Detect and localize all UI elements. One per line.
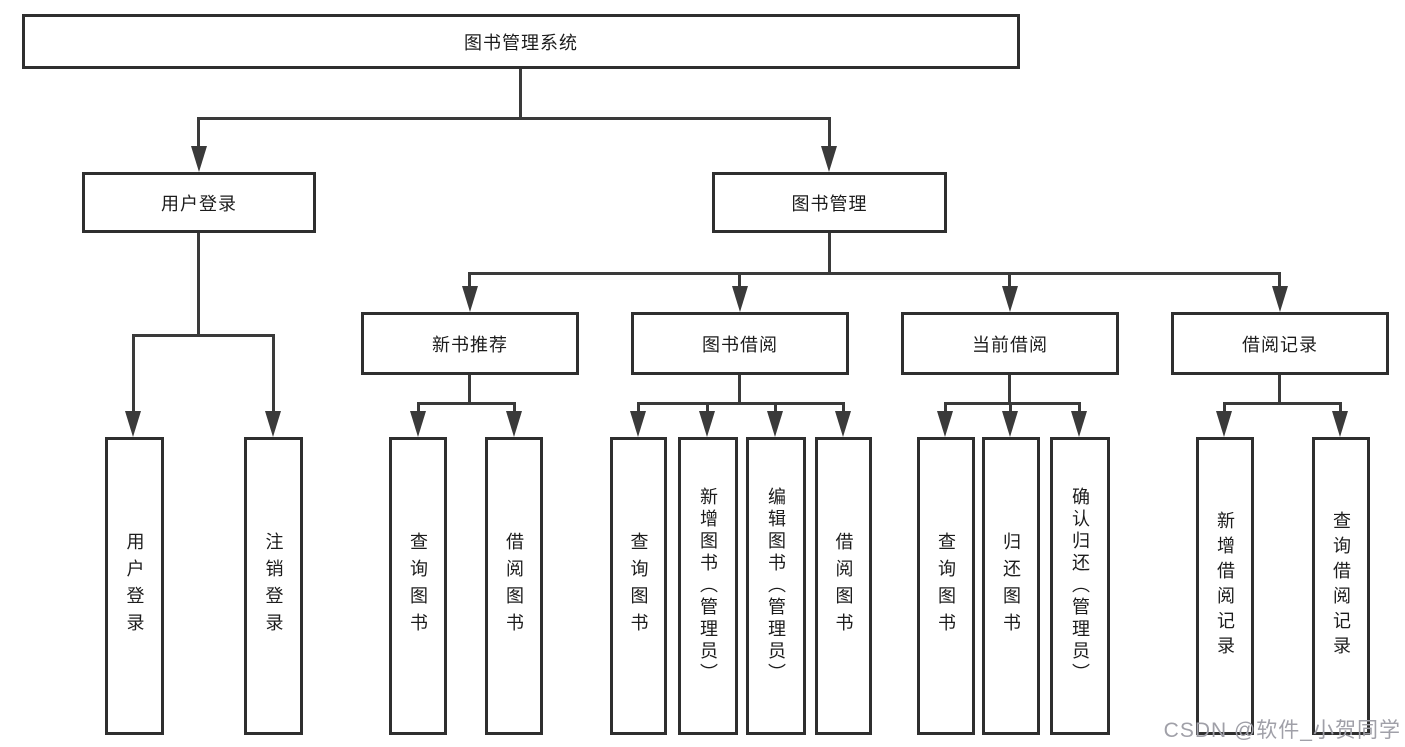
connector-book-mgmt-down xyxy=(828,233,831,275)
watermark-text: CSDN @软件_小贺同学 xyxy=(1163,719,1401,742)
node-root: 图书管理系统 xyxy=(22,14,1020,69)
connector-borrow-records-down xyxy=(1278,375,1281,405)
connector-user-login-bar xyxy=(132,334,275,337)
connector-leaf-stem xyxy=(842,402,845,415)
node-leaf-edit-book: 编辑图书（管理员） xyxy=(746,437,806,735)
connector-leaf-stem xyxy=(272,334,275,414)
node-book-mgmt: 图书管理 xyxy=(712,172,947,233)
node-leaf-confirm-return: 确认归还（管理员） xyxy=(1050,437,1110,735)
connector-leaf-stem xyxy=(774,402,777,415)
connector-book-mgmt-stem xyxy=(828,117,831,151)
arrow-down-icon xyxy=(410,411,426,437)
node-leaf-user-login: 用户登录 xyxy=(105,437,164,735)
connector-new-book-bar xyxy=(417,402,516,405)
node-leaf-borrow-book-1: 借阅图书 xyxy=(485,437,543,735)
node-leaf-add-book: 新增图书（管理员） xyxy=(678,437,738,735)
arrow-down-icon xyxy=(1071,411,1087,437)
arrow-down-icon xyxy=(462,286,478,312)
connector-leaf-stem xyxy=(513,402,516,415)
node-leaf-query-book-2: 查询图书 xyxy=(610,437,667,735)
node-leaf-borrow-book-2: 借阅图书 xyxy=(815,437,872,735)
arrow-down-icon xyxy=(191,146,207,172)
connector-level3-stem xyxy=(738,272,741,290)
arrow-down-icon xyxy=(265,411,281,437)
arrow-down-icon xyxy=(1332,411,1348,437)
connector-leaf-stem xyxy=(1223,402,1226,415)
connector-root-stem xyxy=(519,68,522,119)
connector-level3-bar xyxy=(468,272,1281,275)
node-current-borrow: 当前借阅 xyxy=(901,312,1119,375)
node-book-borrow: 图书借阅 xyxy=(631,312,849,375)
node-new-book-rec: 新书推荐 xyxy=(361,312,579,375)
connector-book-borrow-bar xyxy=(637,402,845,405)
arrow-down-icon xyxy=(1002,286,1018,312)
arrow-down-icon xyxy=(125,411,141,437)
connector-leaf-stem xyxy=(706,402,709,415)
connector-book-borrow-down xyxy=(738,375,741,405)
arrow-down-icon xyxy=(1002,411,1018,437)
node-leaf-logout: 注销登录 xyxy=(244,437,303,735)
connector-current-borrow-bar xyxy=(944,402,1081,405)
arrow-down-icon xyxy=(732,286,748,312)
node-user-login: 用户登录 xyxy=(82,172,316,233)
arrow-down-icon xyxy=(699,411,715,437)
node-leaf-add-record: 新增借阅记录 xyxy=(1196,437,1254,735)
arrow-down-icon xyxy=(821,146,837,172)
node-leaf-return-book: 归还图书 xyxy=(982,437,1040,735)
connector-leaf-stem xyxy=(1339,402,1342,415)
arrow-down-icon xyxy=(1216,411,1232,437)
connector-leaf-stem xyxy=(132,334,135,414)
node-leaf-query-book-3: 查询图书 xyxy=(917,437,975,735)
connector-leaf-stem xyxy=(417,402,420,415)
arrow-down-icon xyxy=(1272,286,1288,312)
connector-leaf-stem xyxy=(1078,402,1081,415)
connector-level2-bar xyxy=(197,117,831,120)
connector-new-book-down xyxy=(468,375,471,405)
node-leaf-query-record: 查询借阅记录 xyxy=(1312,437,1370,735)
connector-leaf-stem xyxy=(637,402,640,415)
arrow-down-icon xyxy=(937,411,953,437)
connector-leaf-stem xyxy=(944,402,947,415)
node-leaf-query-book-1: 查询图书 xyxy=(389,437,447,735)
connector-user-login-down xyxy=(197,233,200,337)
arrow-down-icon xyxy=(630,411,646,437)
connector-leaf-stem xyxy=(1009,402,1012,415)
connector-level3-stem xyxy=(468,272,471,290)
arrow-down-icon xyxy=(835,411,851,437)
arrow-down-icon xyxy=(506,411,522,437)
connector-level3-stem xyxy=(1278,272,1281,290)
connector-current-borrow-down xyxy=(1008,375,1011,405)
arrow-down-icon xyxy=(767,411,783,437)
node-borrow-records: 借阅记录 xyxy=(1171,312,1389,375)
connector-borrow-records-bar xyxy=(1223,402,1342,405)
connector-level3-stem xyxy=(1008,272,1011,290)
connector-user-login-stem xyxy=(197,117,200,151)
